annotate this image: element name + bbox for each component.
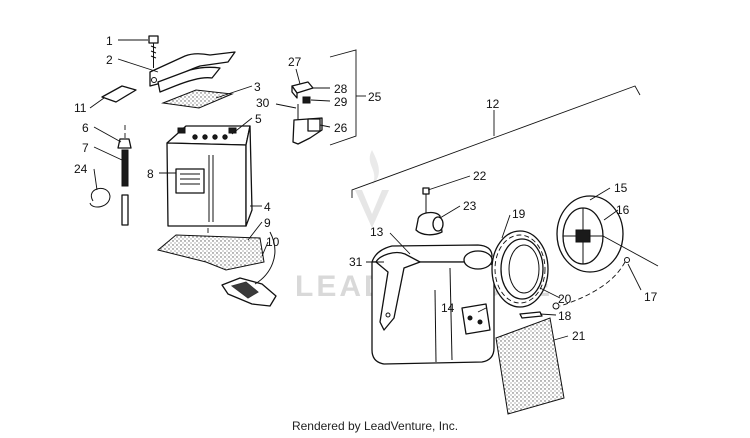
clamp-assembly [415, 187, 444, 236]
callout-27: 27 [288, 55, 302, 69]
tether-chain [519, 257, 630, 319]
callout-3: 3 [254, 80, 261, 94]
battery [166, 125, 253, 242]
hold-down-strap [149, 51, 236, 93]
footer-credit: Rendered by LeadVenture, Inc. [291, 419, 459, 433]
callout-labels: 1 2 3 4 5 6 7 8 9 10 11 12 13 14 15 16 1… [74, 34, 658, 343]
storage-tank [371, 244, 495, 365]
callout-28: 28 [334, 82, 348, 96]
callout-17: 17 [644, 290, 658, 304]
callout-1: 1 [106, 34, 113, 48]
callout-25: 25 [368, 90, 382, 104]
bolt-part [148, 35, 159, 68]
clip-ring [89, 187, 111, 208]
callout-14: 14 [441, 301, 455, 315]
callout-31: 31 [349, 255, 363, 269]
callout-15: 15 [614, 181, 628, 195]
callout-2: 2 [106, 53, 113, 67]
leader-lines [89, 39, 642, 341]
callout-24: 24 [74, 162, 88, 176]
pad-part [101, 85, 137, 103]
callout-9: 9 [264, 216, 271, 230]
callout-18: 18 [558, 309, 572, 323]
callout-30: 30 [256, 96, 270, 110]
filler-cap [556, 195, 659, 273]
callout-8: 8 [147, 167, 154, 181]
watermark-logo [355, 150, 389, 228]
callout-6: 6 [82, 121, 89, 135]
callout-29: 29 [334, 95, 348, 109]
callout-7: 7 [82, 141, 89, 155]
callout-12: 12 [486, 97, 500, 111]
vent-tube-assembly [117, 125, 132, 226]
rubber-strip [161, 89, 234, 109]
group-bracket-12 [351, 85, 641, 198]
cover-plate [495, 317, 565, 415]
callout-23: 23 [463, 199, 477, 213]
callout-5: 5 [255, 112, 262, 126]
callout-13: 13 [370, 225, 384, 239]
callout-20: 20 [558, 292, 572, 306]
callout-11: 11 [74, 101, 87, 115]
callout-4: 4 [264, 200, 271, 214]
gasket-ring [491, 230, 549, 308]
callout-22: 22 [473, 169, 487, 183]
callout-16: 16 [616, 203, 630, 217]
callout-21: 21 [572, 329, 586, 343]
callout-10: 10 [266, 235, 280, 249]
callout-26: 26 [334, 121, 348, 135]
battery-pad [156, 234, 265, 271]
tool-bag [221, 231, 277, 307]
callout-19: 19 [512, 207, 526, 221]
